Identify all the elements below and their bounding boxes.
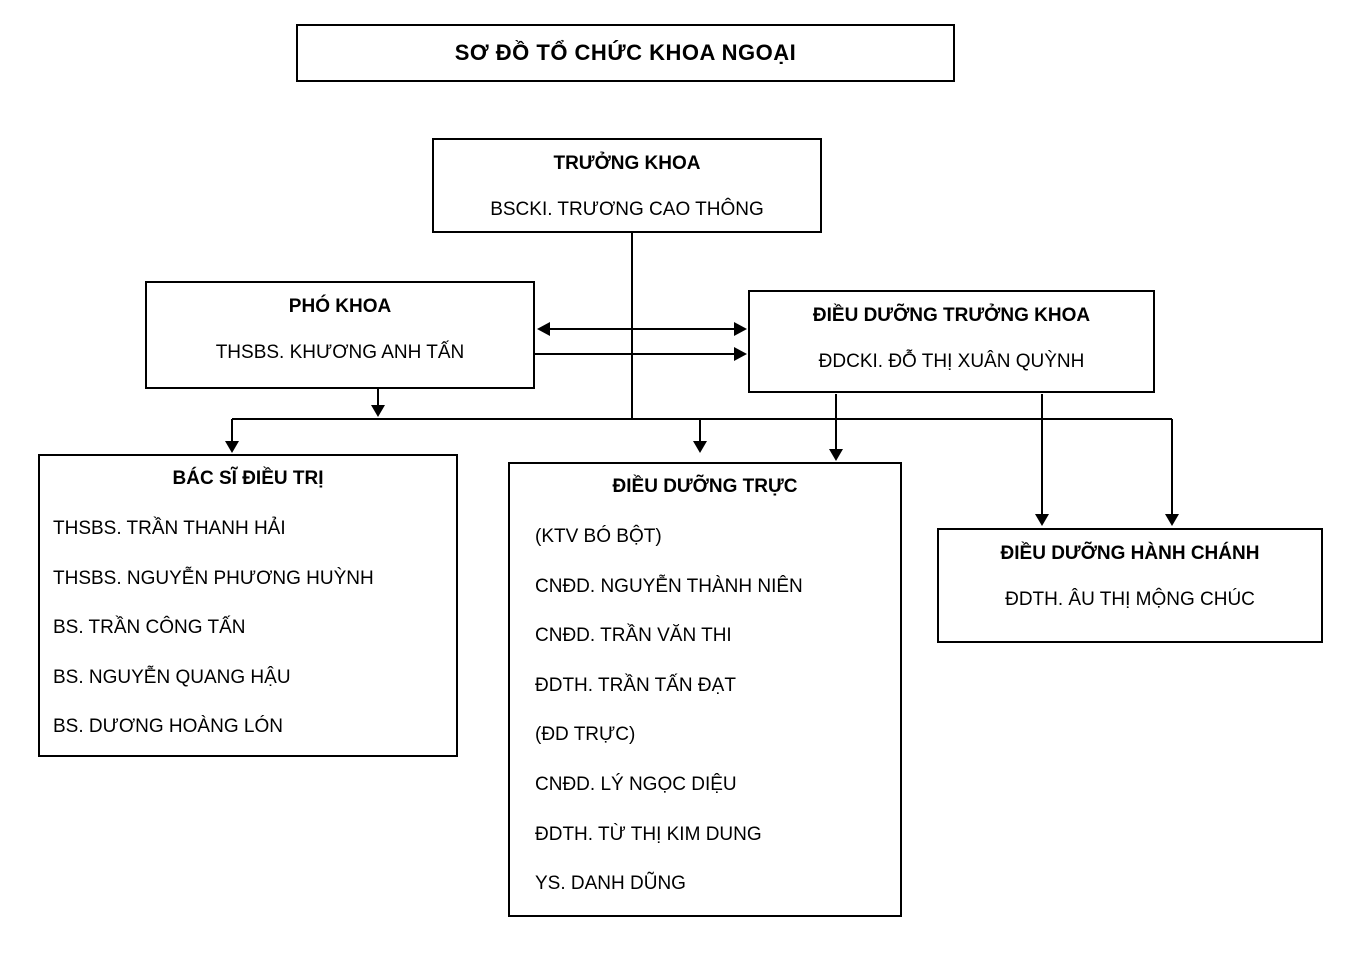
node-bac-si-dieu-tri-title: BÁC SĨ ĐIỀU TRỊ [172,468,324,489]
node-dieu-duong-truong-khoa-title: ĐIỀU DƯỠNG TRƯỞNG KHOA [812,305,1091,326]
member-item: CNĐD. NGUYỄN THÀNH NIÊN [535,575,803,597]
node-truong-khoa: TRƯỞNG KHOA BSCKI. TRƯƠNG CAO THÔNG [432,138,822,233]
arrow-ddtk-to-dieuduongtruc [829,394,843,461]
node-dieu-duong-truc-title: ĐIỀU DƯỠNG TRỰC [612,476,798,497]
member-item: BS. DƯƠNG HOÀNG LÓN [53,716,283,738]
arrow-trunk-to-ddhanhchanh [1165,419,1179,526]
node-truong-khoa-person: BSCKI. TRƯƠNG CAO THÔNG [490,199,764,220]
node-pho-khoa-person: THSBS. KHƯƠNG ANH TẤN [215,342,465,363]
arrow-phokhoa-ddtruongkhoa-two-way [537,322,747,336]
arrow-ddtk-to-ddhanhchanh [1035,394,1049,526]
member-item: YS. DANH DŨNG [535,873,686,895]
member-item: BS. NGUYỄN QUANG HẬU [53,666,291,688]
member-item: THSBS. NGUYỄN PHƯƠNG HUỲNH [53,567,374,589]
arrow-phokhoa-down [371,389,385,417]
member-item: (ĐD TRỰC) [535,724,636,746]
node-dieu-duong-hanh-chanh: ĐIỀU DƯỠNG HÀNH CHÁNH ĐDTH. ÂU THỊ MỘNG … [937,528,1323,643]
node-pho-khoa-title: PHÓ KHOA [288,296,392,317]
member-item: THSBS. TRẦN THANH HẢI [53,518,286,539]
node-dieu-duong-truc: ĐIỀU DƯỠNG TRỰC (KTV BÓ BỘT) CNĐD. NGUYỄN… [508,462,902,917]
node-dieu-duong-truong-khoa: ĐIỀU DƯỠNG TRƯỞNG KHOA ĐDCKI. ĐỖ THỊ XUÂ… [748,290,1155,393]
chart-title-box: SƠ ĐỒ TỔ CHỨC KHOA NGOẠI [296,24,955,82]
member-item: ĐDTH. TRẦN TẤN ĐẠT [535,674,736,696]
node-dieu-duong-hanh-chanh-person: ĐDTH. ÂU THỊ MỘNG CHÚC [1005,589,1255,610]
node-truong-khoa-title: TRƯỞNG KHOA [553,153,701,174]
arrow-to-bacsidieutri [225,419,239,453]
chart-title: SƠ ĐỒ TỔ CHỨC KHOA NGOẠI [454,40,797,65]
member-item: CNĐD. TRẦN VĂN THI [535,625,732,647]
node-dieu-duong-truong-khoa-person: ĐDCKI. ĐỖ THỊ XUÂN QUỲNH [818,351,1085,372]
node-pho-khoa: PHÓ KHOA THSBS. KHƯƠNG ANH TẤN [145,281,535,389]
member-item: CNĐD. LÝ NGỌC DIỆU [535,773,737,795]
member-item: (KTV BÓ BỘT) [535,526,662,547]
member-item: BS. TRẦN CÔNG TẤN [53,617,246,639]
member-item: ĐDTH. TỪ THỊ KIM DUNG [535,823,762,845]
arrow-trunk-to-dieuduongtruc [693,419,707,453]
arrow-phokhoa-ddtruongkhoa-one-way [535,347,747,361]
bac-si-dieu-tri-member-list: THSBS. TRẦN THANH HẢI THSBS. NGUYỄN PHƯƠN… [40,504,456,752]
dieu-duong-truc-member-list: (KTV BÓ BỘT) CNĐD. NGUYỄN THÀNH NIÊN CNĐD.… [510,512,900,909]
node-dieu-duong-hanh-chanh-title: ĐIỀU DƯỠNG HÀNH CHÁNH [1000,543,1260,564]
